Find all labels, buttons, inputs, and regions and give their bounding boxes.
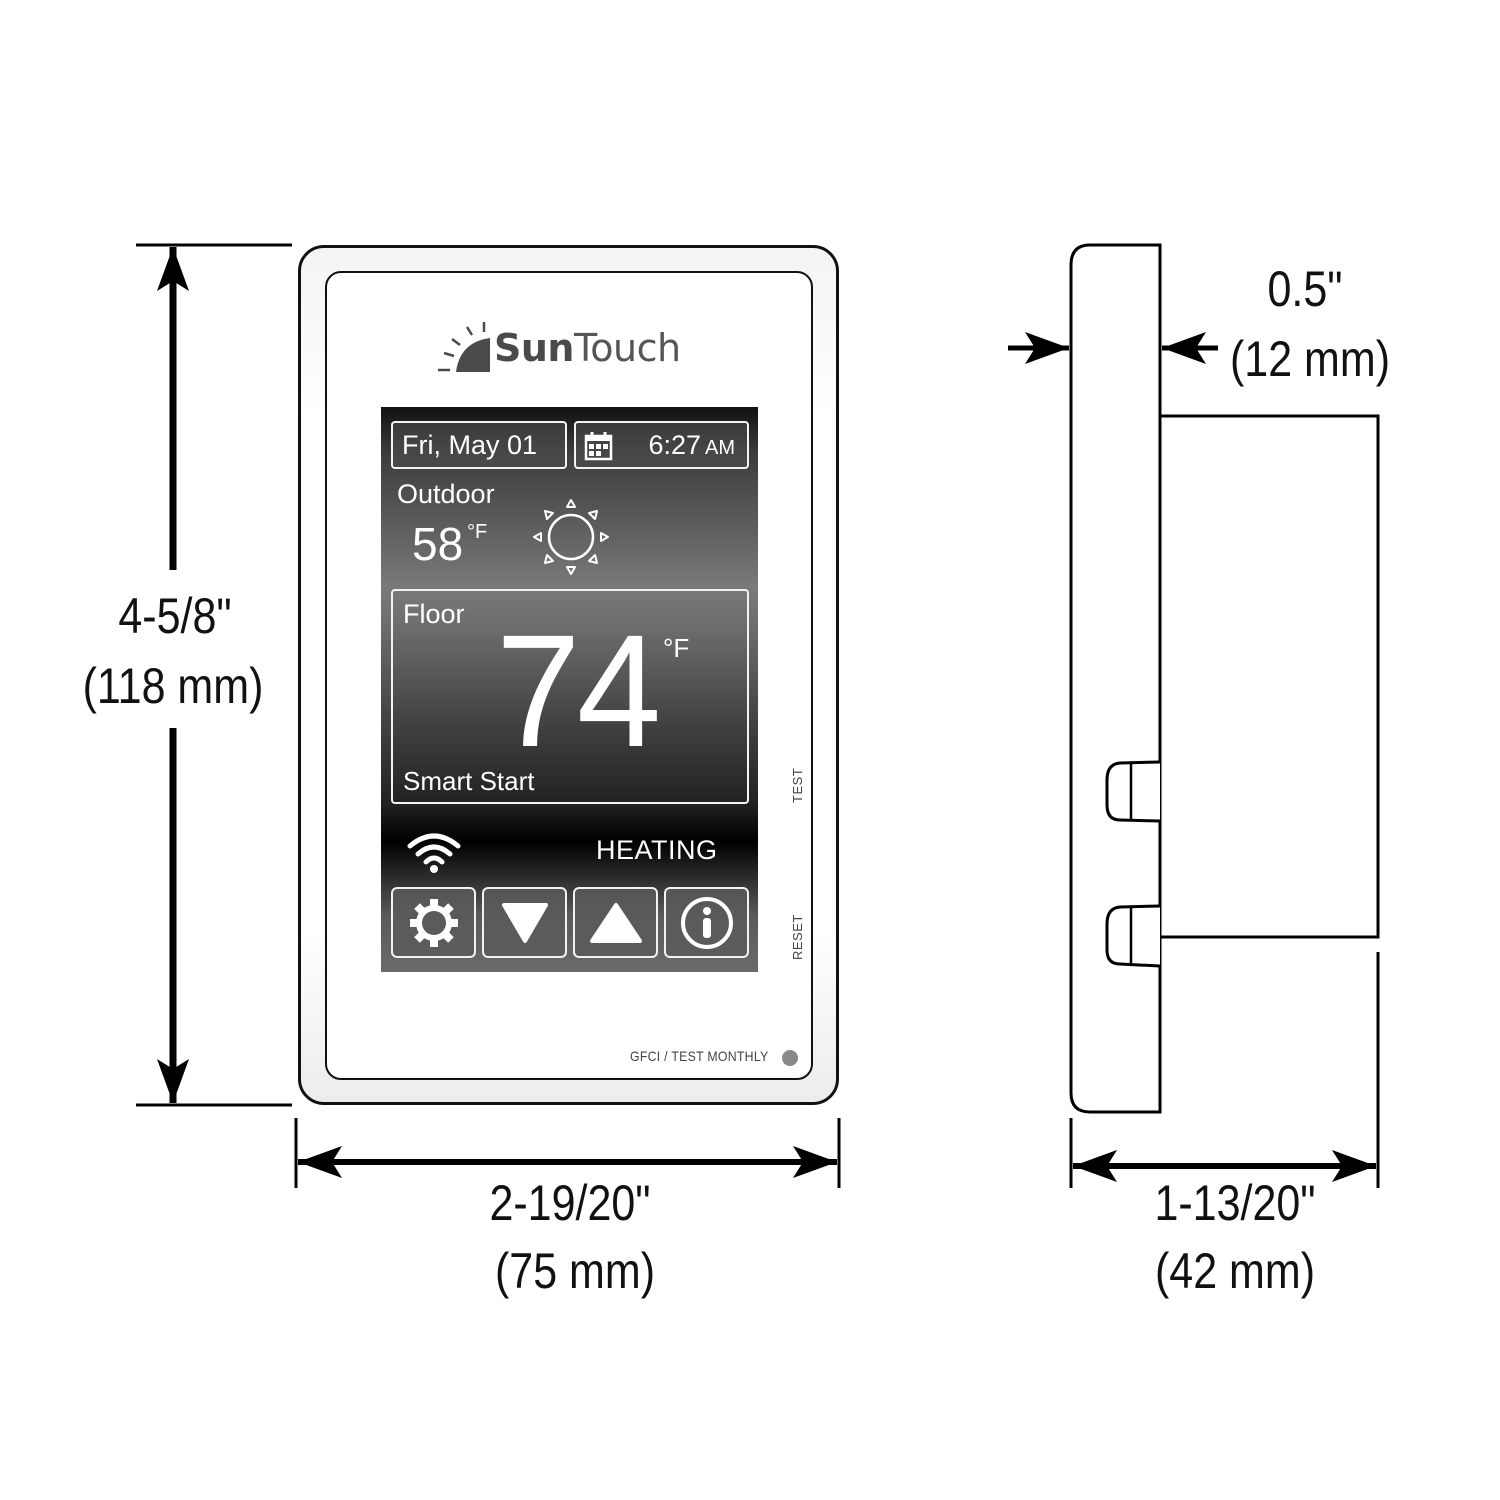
test-button-label[interactable]: TEST <box>790 767 805 803</box>
reset-button-label[interactable]: RESET <box>790 914 805 960</box>
calendar-icon <box>584 432 613 461</box>
suntouch-logo: SunTouch <box>436 320 681 376</box>
info-icon <box>680 896 733 949</box>
gfci-label: GFCI / TEST MONTHLY <box>630 1048 769 1064</box>
height-imperial-label: 4-5/8" <box>118 588 232 644</box>
width-imperial-label: 2-19/20" <box>489 1175 651 1231</box>
side-clip-lower <box>1105 904 1161 968</box>
temperature-down-button[interactable] <box>482 887 567 958</box>
depth-dimension-line <box>1069 952 1380 1188</box>
gfci-indicator-led <box>782 1050 798 1066</box>
depth-imperial-label: 1-13/20" <box>1154 1175 1316 1231</box>
thickness-imperial-label: 0.5" <box>1267 261 1343 317</box>
depth-metric-label: (42 mm) <box>1154 1243 1316 1299</box>
thickness-metric-label: (12 mm) <box>1229 331 1391 387</box>
outdoor-temperature: 58 <box>412 518 464 570</box>
outdoor-label: Outdoor <box>397 479 495 509</box>
outdoor-temperature-unit: °F <box>467 521 488 543</box>
floor-temperature-panel: Floor 74 °F Smart Start <box>391 589 749 804</box>
height-metric-label: (118 mm) <box>82 658 264 714</box>
settings-button[interactable] <box>391 887 476 958</box>
width-dimension-line <box>294 1118 841 1188</box>
side-clip-upper <box>1105 760 1161 823</box>
brand-name-touch: Touch <box>573 326 681 370</box>
time-text: 6:27 <box>648 430 701 460</box>
height-dimension-line <box>136 243 292 1107</box>
mode-label: Smart Start <box>403 766 535 796</box>
gear-icon <box>409 898 458 947</box>
time-period: AM <box>705 437 735 459</box>
date-text: Fri, May 01 <box>402 430 538 460</box>
side-view <box>1069 243 1380 1114</box>
floor-temperature-unit: °F <box>663 633 690 663</box>
date-display[interactable]: Fri, May 01 <box>391 421 567 469</box>
floor-temperature: 74 <box>496 601 661 780</box>
brand-name: SunTouch <box>494 326 681 370</box>
wifi-icon <box>407 833 461 873</box>
info-button[interactable] <box>664 887 749 958</box>
brand-name-sun: Sun <box>494 326 574 370</box>
sun-logo-icon <box>438 322 490 372</box>
temperature-up-button[interactable] <box>573 887 658 958</box>
width-metric-label: (75 mm) <box>494 1243 656 1299</box>
heating-status: HEATING <box>596 835 718 865</box>
sun-icon <box>533 499 609 575</box>
triangle-down-icon <box>501 902 548 943</box>
triangle-up-icon <box>589 902 642 943</box>
floor-label: Floor <box>403 599 465 629</box>
